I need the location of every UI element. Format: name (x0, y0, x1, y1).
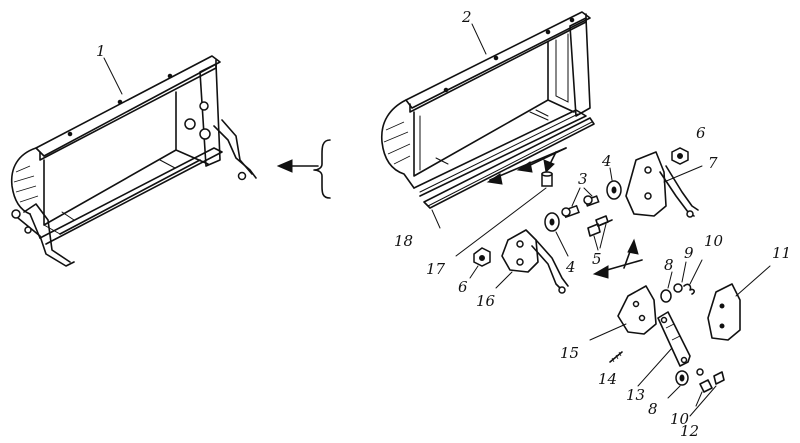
assembled-box-unit (10, 55, 257, 267)
mounting-plate (589, 285, 657, 341)
nut-part (671, 147, 689, 165)
seal-strip (423, 117, 595, 209)
label-10a: 10 (704, 232, 724, 250)
lever-arm (637, 311, 691, 387)
nut-part (469, 247, 491, 279)
label-5: 5 (592, 250, 602, 268)
spring-parts (660, 259, 703, 303)
label-8b: 8 (648, 400, 658, 418)
mounting-plate (707, 265, 771, 341)
hinge-bracket (625, 151, 703, 218)
clip-part (455, 171, 553, 257)
fastener-parts (667, 368, 725, 417)
bolt-parts (587, 215, 613, 251)
label-7: 7 (708, 154, 718, 172)
washer-part (544, 212, 569, 257)
leader-line (471, 23, 487, 55)
label-8a: 8 (664, 256, 674, 274)
direction-arrow (592, 238, 643, 279)
leader-line (103, 57, 123, 95)
label-10b: 10 (670, 410, 690, 428)
leader-line (431, 209, 441, 229)
label-12: 12 (680, 422, 699, 440)
label-4a: 4 (601, 152, 612, 170)
screw-parts (561, 187, 600, 219)
label-4b: 4 (565, 258, 576, 276)
label-3: 3 (578, 170, 588, 188)
label-16: 16 (476, 292, 496, 310)
label-15: 15 (560, 344, 579, 362)
label-2: 2 (461, 8, 472, 26)
label-9: 9 (684, 244, 694, 262)
label-6b: 6 (458, 278, 468, 296)
label-1: 1 (96, 42, 106, 60)
washer-part (606, 167, 622, 200)
pin-part (609, 351, 623, 363)
label-14: 14 (598, 370, 617, 388)
assembly-arrow (276, 139, 331, 199)
box-housing (381, 11, 591, 197)
label-6a: 6 (696, 124, 706, 142)
label-18: 18 (394, 232, 413, 250)
label-13: 13 (626, 386, 645, 404)
label-17: 17 (426, 260, 446, 278)
hinge-bracket (495, 229, 569, 294)
label-11: 11 (772, 244, 791, 262)
